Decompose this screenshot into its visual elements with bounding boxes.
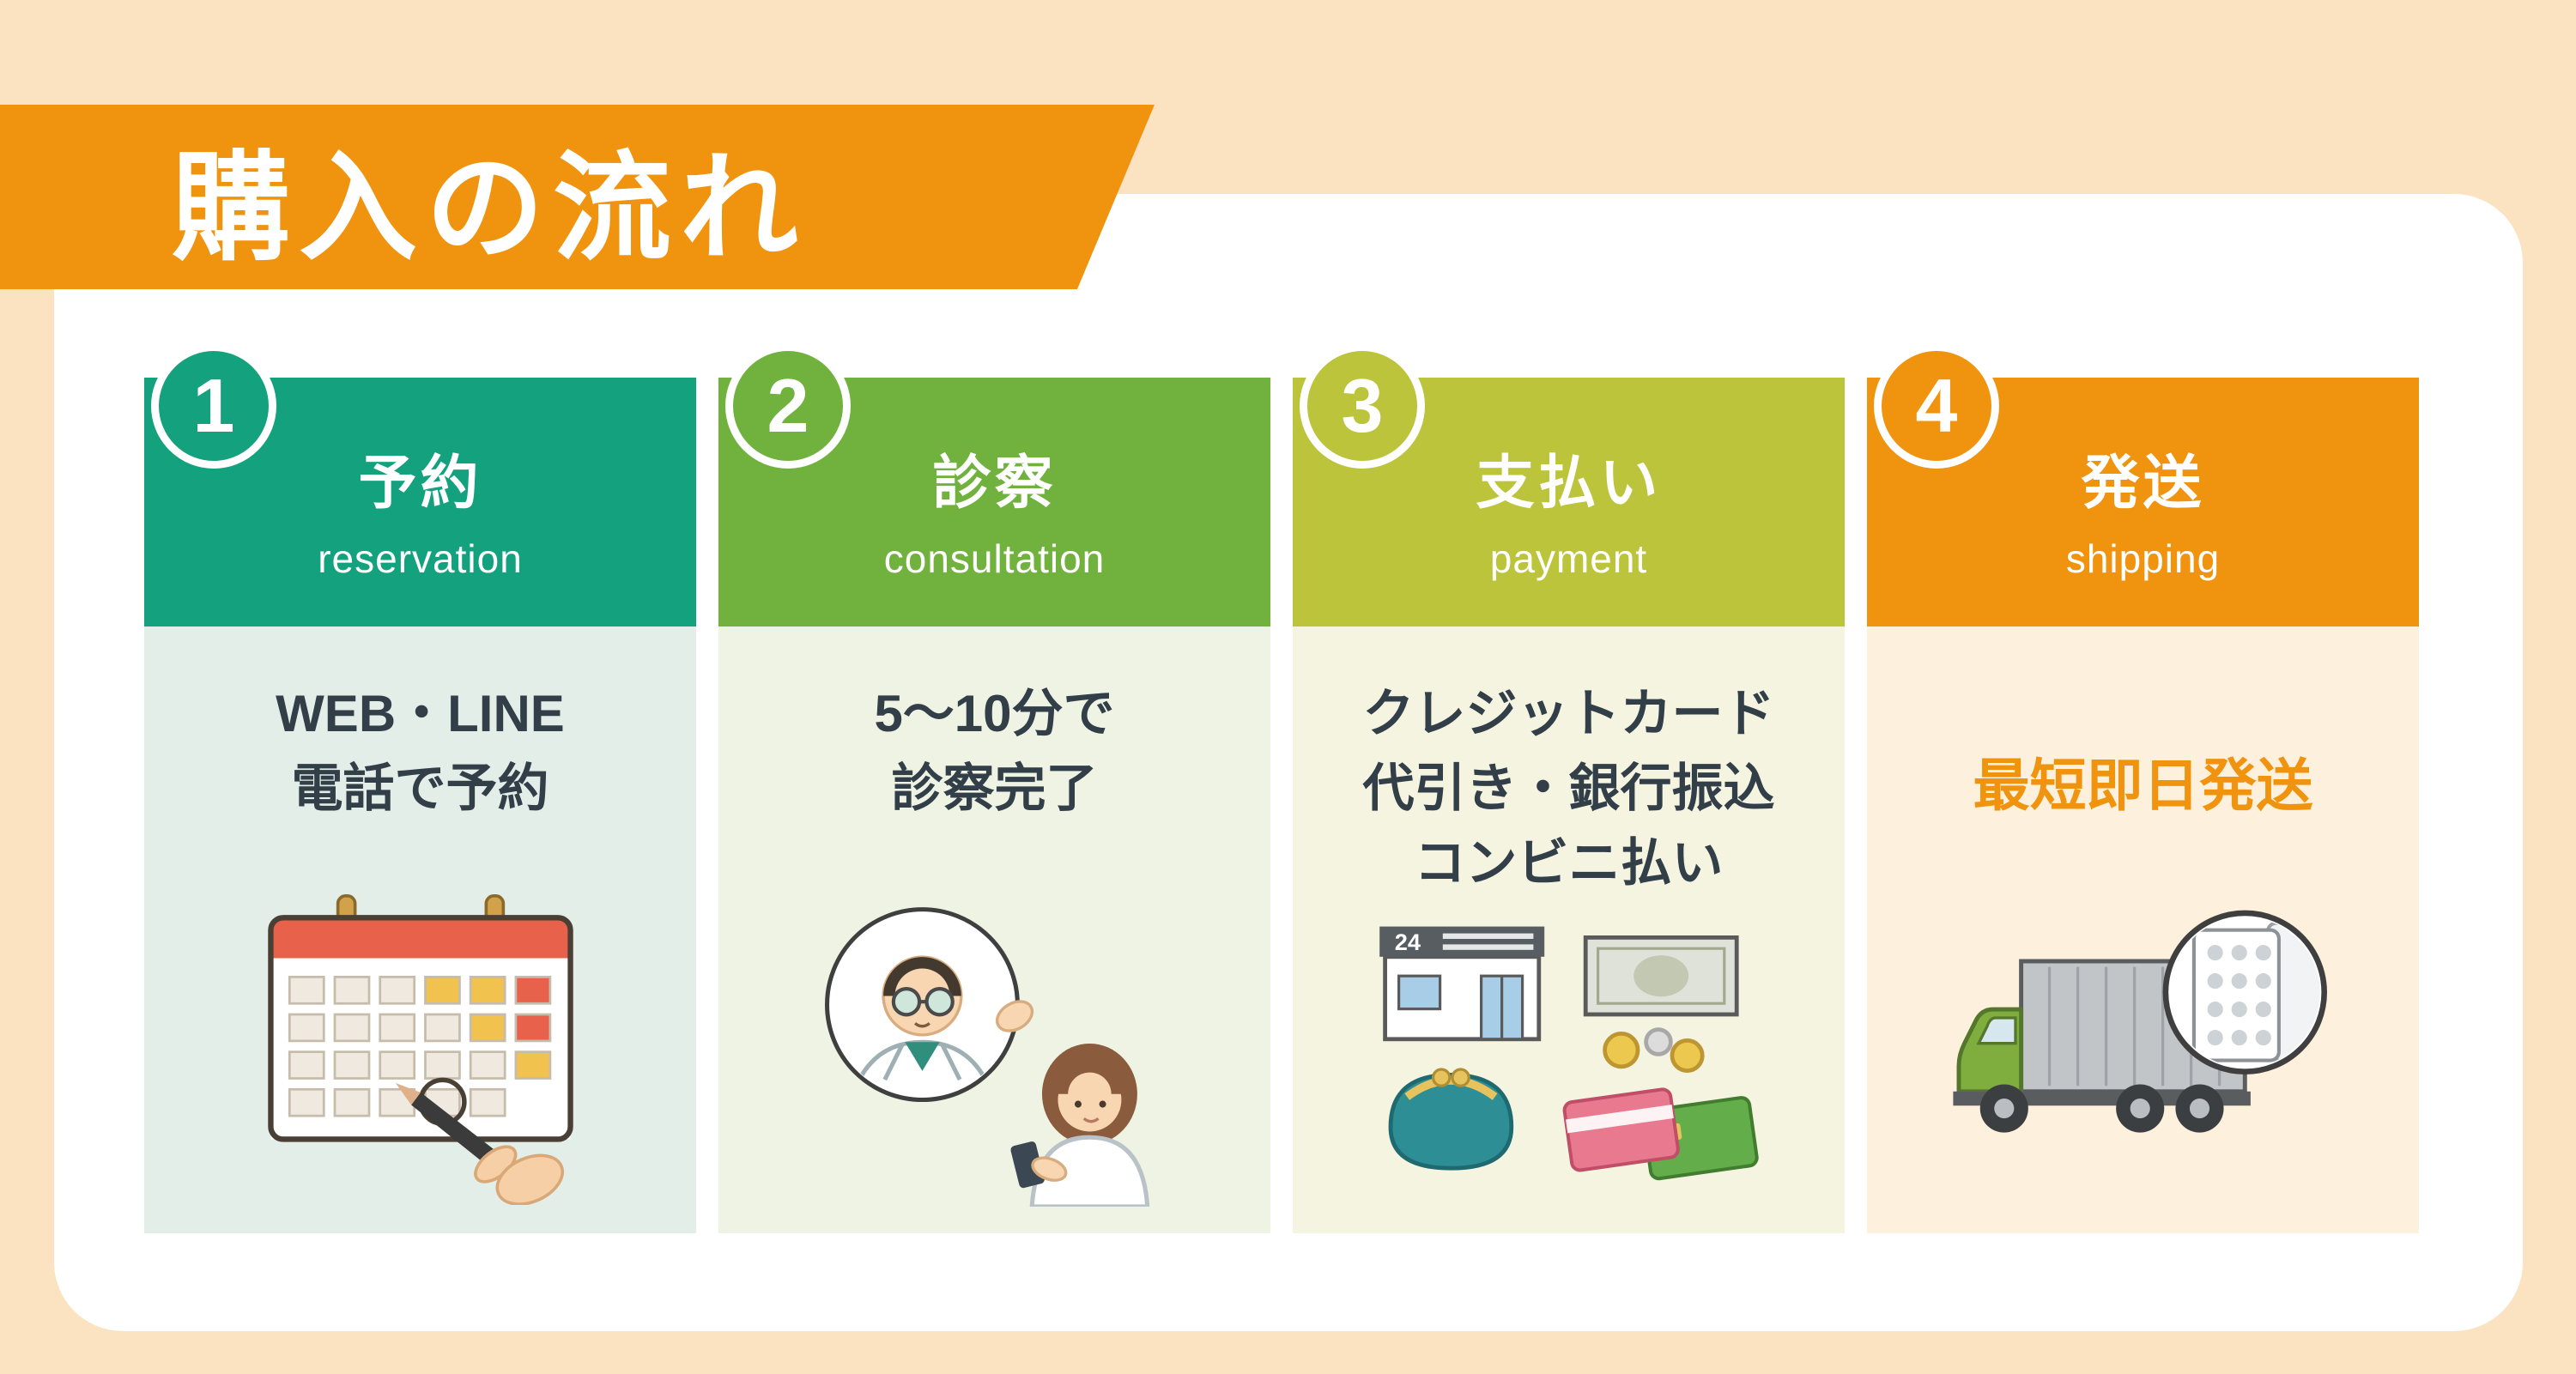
step-number: 2 [767,363,809,448]
doctor-patient-illustration [807,889,1182,1211]
store-sign-label: 24 [1394,929,1420,955]
coin-purse [1388,1068,1513,1171]
step-description: 最短即日発送 [1973,626,2313,827]
step-title: 診察 [932,450,1057,516]
description-line: 電話で予約 [291,760,549,817]
description-line: 最短即日発送 [1973,754,2313,817]
step-description: 5〜10分で 診察完了 [874,626,1114,826]
step-body: クレジットカード 代引き・銀行振込 コンビニ払い 24 [1293,626,1845,1233]
description-line: コンビニ払い [1414,834,1724,892]
step-card-payment: 3 支払い payment クレジットカード 代引き・銀行振込 コンビニ払い 2… [1293,343,1845,1233]
credit-cards [1562,1087,1759,1181]
step-number-badge: 4 [1874,343,1999,469]
step-subtitle: reservation [318,536,523,581]
title-banner: 購入の流れ [0,105,1155,289]
delivery-truck-illustration [1930,905,2355,1192]
step-number-badge: 3 [1300,343,1425,469]
step-card-shipping: 4 発送 shipping 最短即日発送 [1867,343,2419,1233]
step-number: 4 [1915,363,1958,448]
step-subtitle: consultation [883,536,1106,581]
description-line: 代引き・銀行振込 [1362,760,1775,817]
description-line: クレジットカード [1362,685,1775,742]
step-number: 3 [1341,363,1384,448]
payment-methods-illustration: 24 [1377,918,1761,1197]
step-number: 1 [192,363,235,448]
step-card-reservation: 1 予約 reservation WEB・LINE 電話で予約 [144,343,696,1233]
step-title: 予約 [358,450,482,516]
step-body: WEB・LINE 電話で予約 [144,626,696,1233]
step-title: 発送 [2081,450,2205,516]
pill-lens [2162,910,2327,1074]
step-body: 5〜10分で 診察完了 [718,626,1270,1233]
step-number-badge: 1 [151,343,276,469]
banknote [1583,935,1739,1017]
step-number-badge: 2 [725,343,851,469]
step-description: WEB・LINE 電話で予約 [276,626,565,826]
step-title: 支払い [1476,450,1662,516]
description-line: WEB・LINE [276,685,565,742]
page-title: 購入の流れ [172,142,808,275]
step-subtitle: shipping [2065,536,2221,581]
description-line: 5〜10分で [874,685,1115,742]
description-line: 診察完了 [891,760,1098,817]
convenience-store: 24 [1379,926,1544,1042]
step-description: クレジットカード 代引き・銀行振込 コンビニ払い [1363,626,1775,900]
step-body: 最短即日発送 [1867,626,2419,1233]
step-subtitle: payment [1489,536,1648,581]
coins [1602,1027,1705,1073]
truck [1953,959,2251,1133]
calendar-illustration [249,893,592,1209]
step-card-consultation: 2 診察 consultation 5〜10分で 診察完了 [718,343,1270,1233]
